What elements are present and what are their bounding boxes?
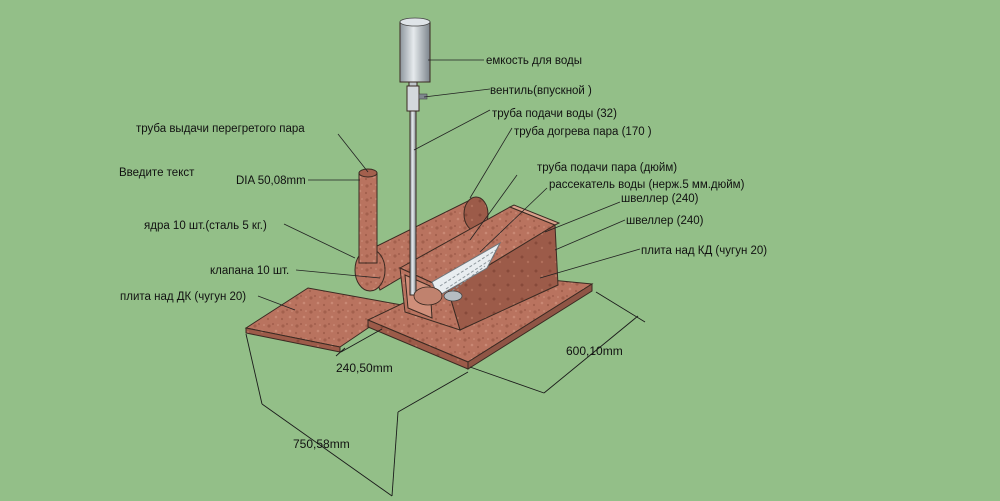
dimension-240: 240,50mm	[336, 361, 393, 375]
superheated-pipe	[358, 168, 378, 264]
label-water-supply-pipe: труба подачи воды (32)	[492, 108, 617, 120]
label-steam-supply-pipe: труба подачи пара (дюйм)	[537, 162, 677, 174]
label-dia: DIA 50,08mm	[236, 175, 306, 187]
label-valves: клапана 10 шт.	[210, 265, 289, 277]
label-cores: ядра 10 шт.(сталь 5 кг.)	[144, 220, 267, 232]
label-water-spreader: рассекатель воды (нерж.5 мм.дюйм)	[549, 179, 745, 191]
plate-kd-side-right	[467, 283, 593, 370]
label-channel-1: швеллер (240)	[621, 193, 699, 205]
label-channel-2: швеллер (240)	[626, 215, 704, 227]
water-column	[399, 17, 463, 306]
label-superheated-steam-pipe: труба выдачи перегретого пара	[136, 123, 305, 135]
dimension-600: 600,10mm	[566, 344, 623, 358]
dimension-lines	[245, 291, 646, 497]
label-plate-kd: плита над КД (чугун 20)	[641, 245, 767, 257]
label-water-tank: емкость для воды	[486, 55, 582, 67]
label-steam-reheat-pipe: труба догрева пара (170 )	[514, 126, 652, 138]
label-placeholder-text: Введите текст	[119, 167, 195, 179]
label-plate-dk: плита над ДК (чугун 20)	[120, 291, 246, 303]
leader-lines	[257, 59, 641, 311]
label-valve-inlet: вентиль(впускной )	[490, 85, 592, 97]
dimension-750: 750,58mm	[293, 437, 350, 451]
